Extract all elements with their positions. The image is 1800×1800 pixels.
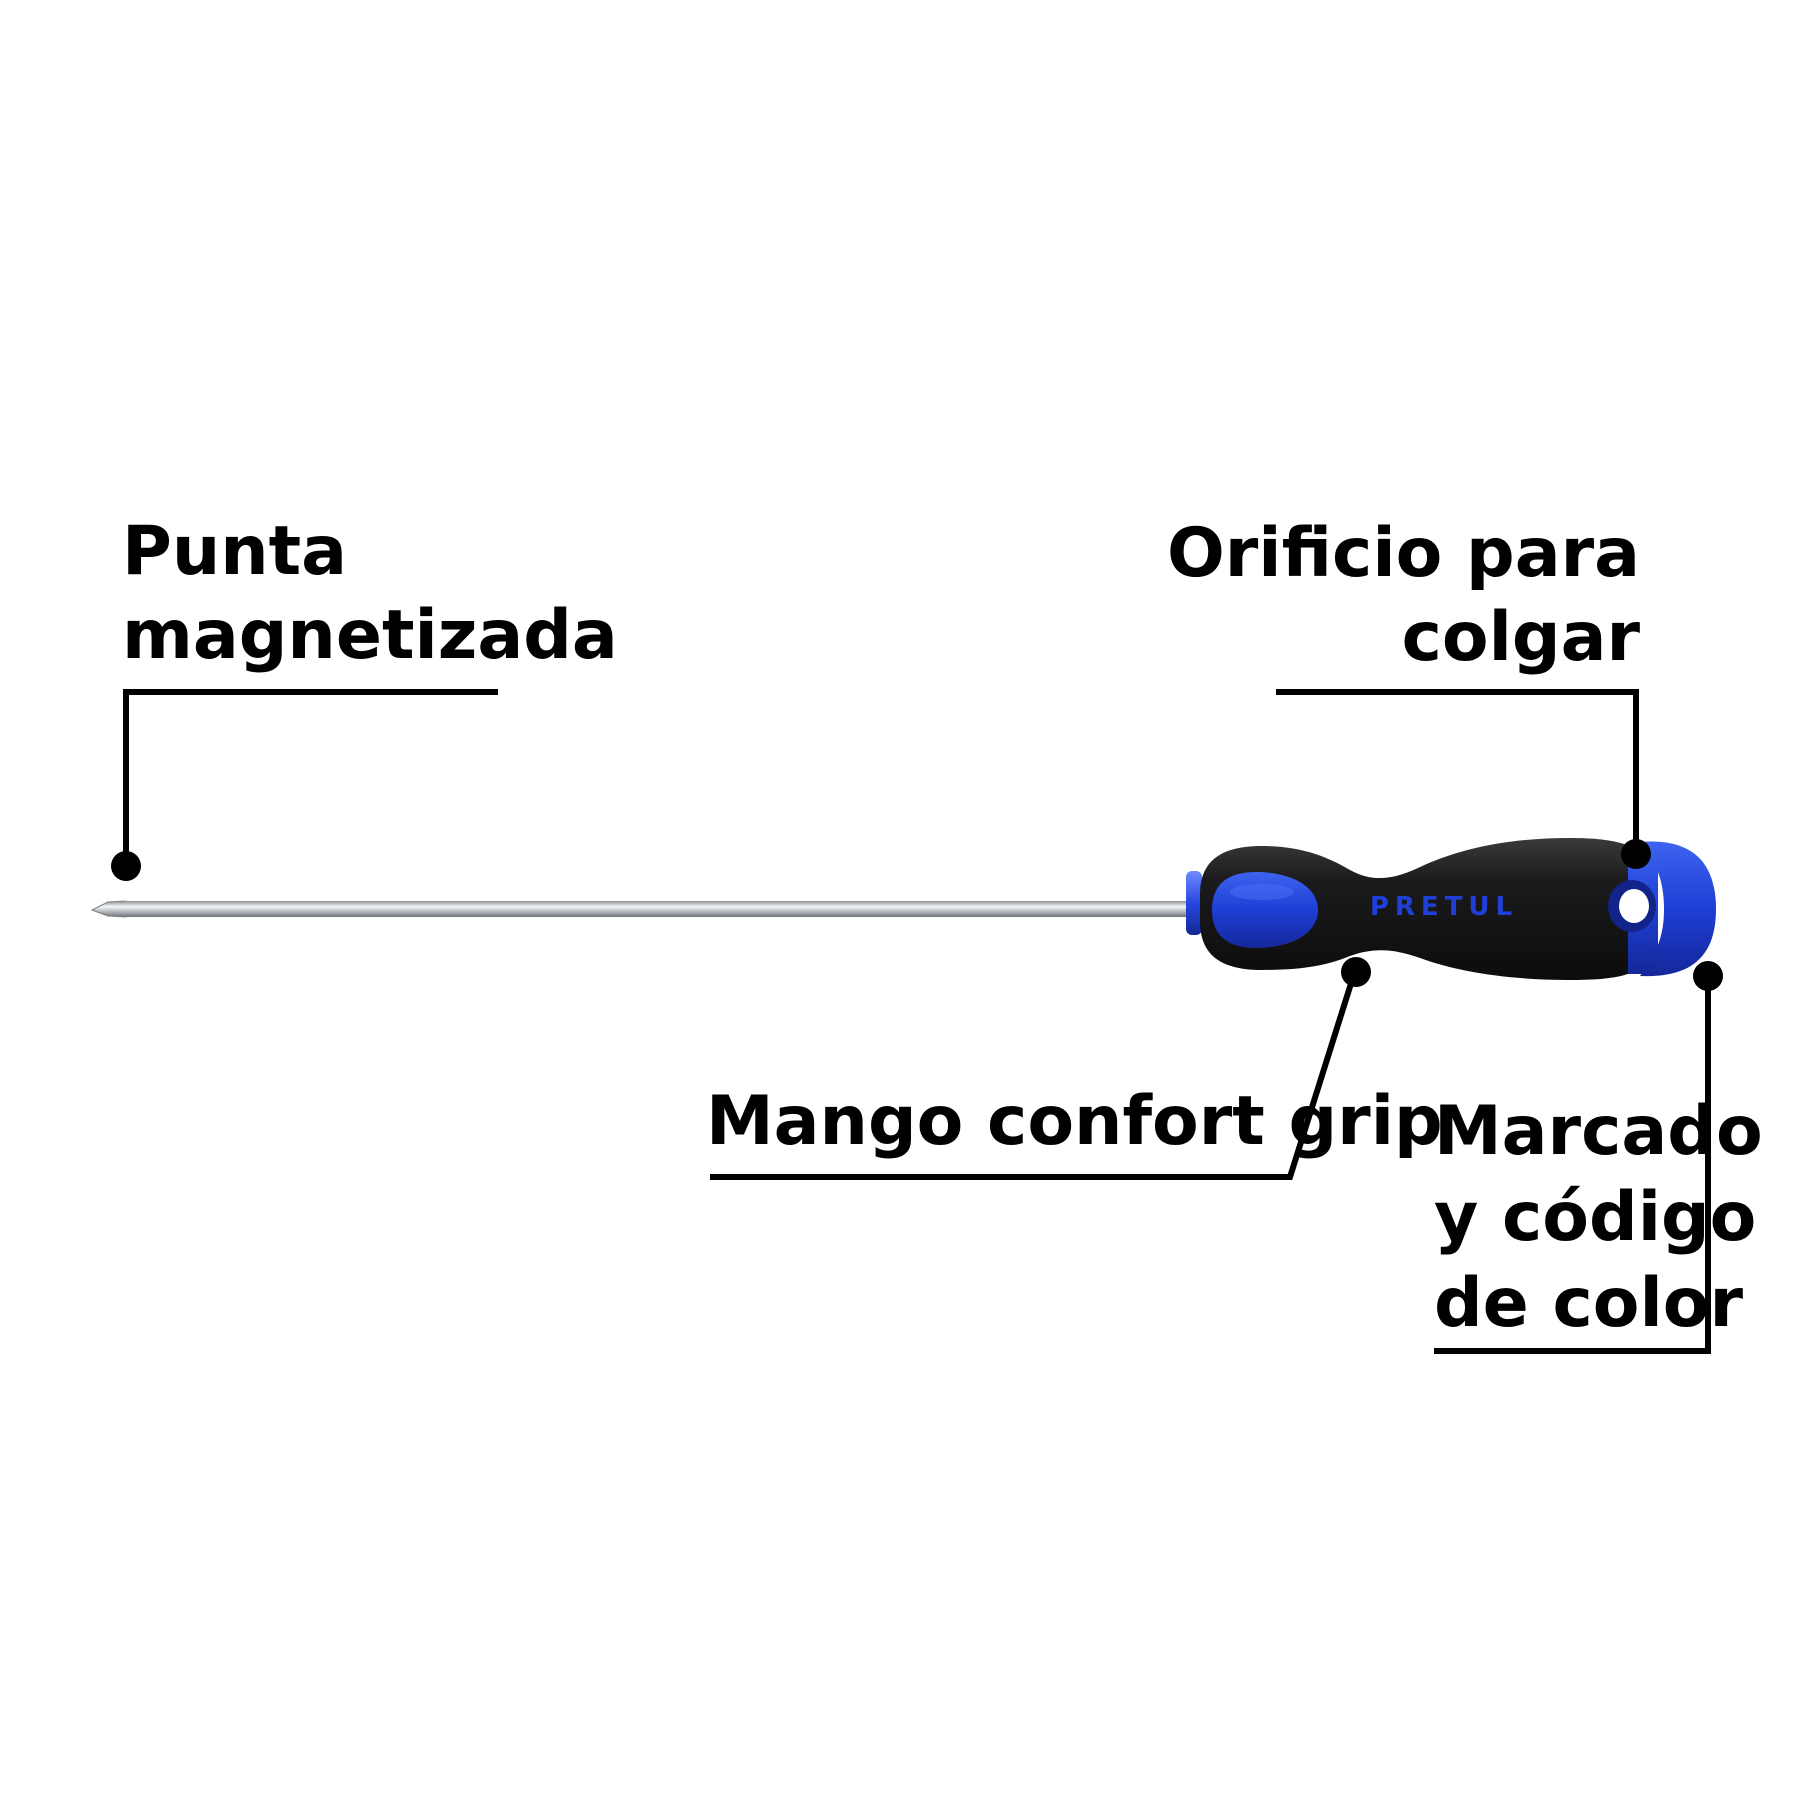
- steel-shaft: [124, 901, 1200, 917]
- pointer-dot-grip: [1341, 957, 1371, 987]
- blue-end-cap: [1640, 841, 1716, 977]
- blue-grip-pad: [1212, 872, 1318, 948]
- screwdriver: PRETUL: [90, 838, 1716, 980]
- brand-marking: PRETUL: [1370, 892, 1518, 922]
- pointer-dot-marking: [1693, 961, 1723, 991]
- callout-marking-line-2: y código: [1434, 1178, 1756, 1257]
- callout-tip-line-1: Punta: [122, 512, 347, 591]
- callout-marking: Marcado y código de color: [1434, 961, 1763, 1354]
- leader-line-hole: [1276, 689, 1639, 854]
- leader-line-tip: [123, 689, 498, 866]
- callout-marking-line-3: de color: [1434, 1264, 1744, 1343]
- callout-tip: Punta magnetizada: [111, 512, 618, 881]
- callout-hole-line-2: colgar: [1402, 598, 1641, 677]
- callout-grip: Mango confort grip: [706, 957, 1443, 1180]
- callout-grip-line-1: Mango confort grip: [706, 1082, 1443, 1161]
- callout-hole-line-1: Orificio para: [1167, 514, 1640, 593]
- handle-collar: [1186, 871, 1202, 935]
- hanging-hole: [1608, 880, 1656, 932]
- phillips-tip: [90, 900, 127, 918]
- callout-marking-line-1: Marcado: [1434, 1092, 1763, 1171]
- callout-tip-line-2: magnetizada: [122, 596, 618, 675]
- pointer-dot-tip: [111, 851, 141, 881]
- leader-line-grip: [710, 973, 1357, 1180]
- handle-body: [1200, 838, 1648, 980]
- leader-line-marking: [1434, 976, 1711, 1354]
- callout-hole: Orificio para colgar: [1167, 514, 1651, 869]
- pointer-dot-hole: [1621, 839, 1651, 869]
